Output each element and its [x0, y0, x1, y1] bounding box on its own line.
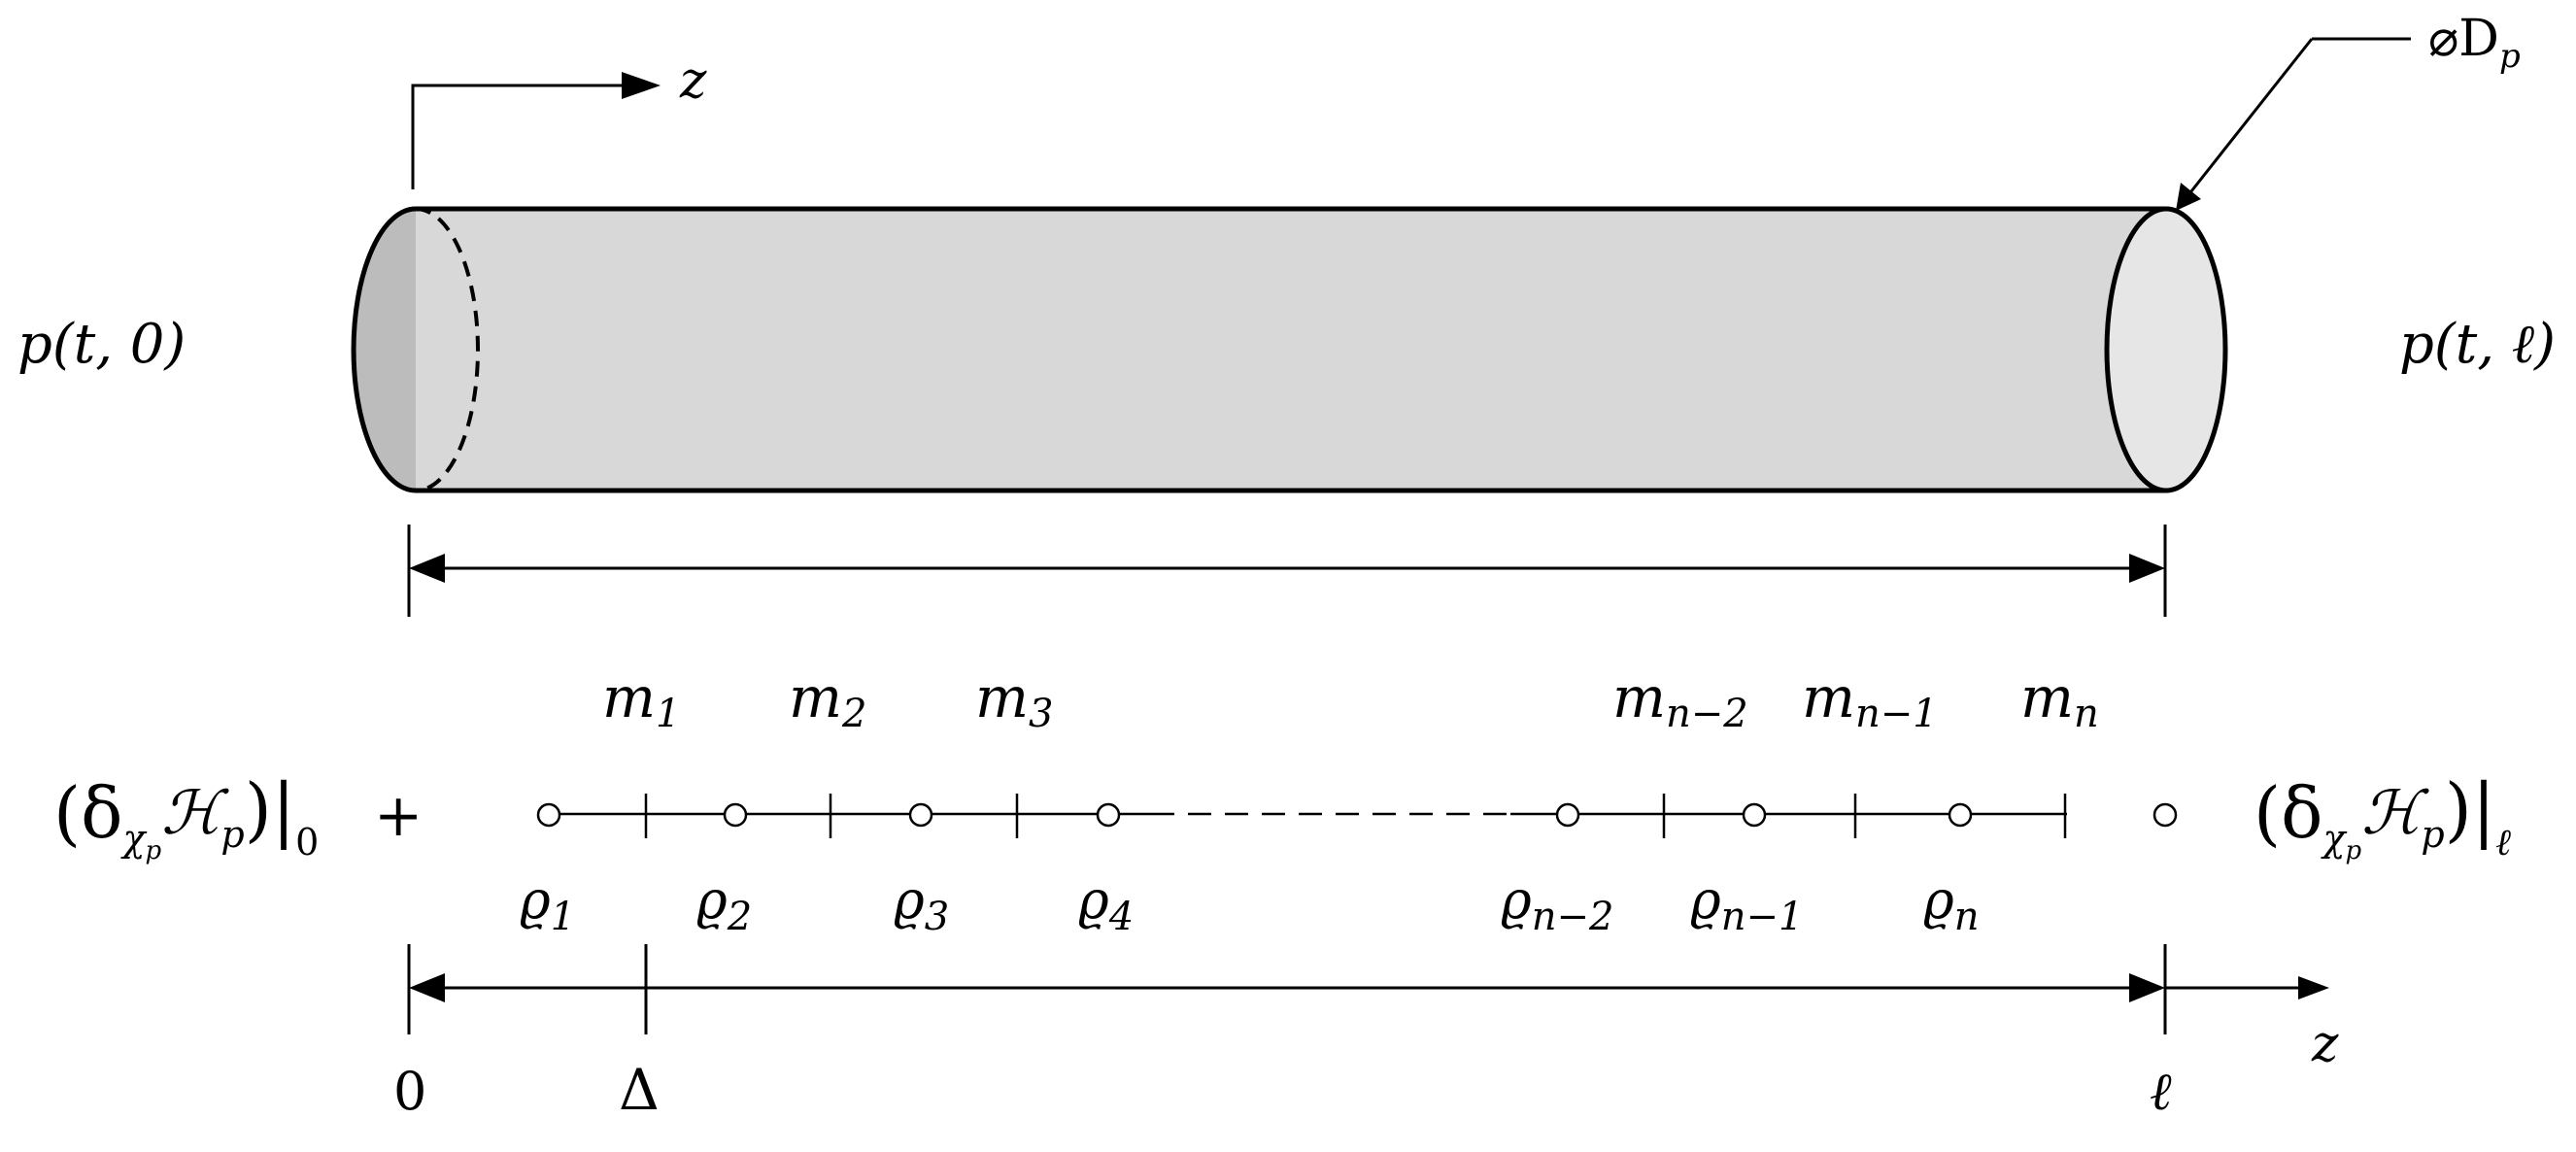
chain-node — [536, 802, 561, 828]
density-label: ϱn — [1923, 869, 1980, 939]
mass-label: m3 — [975, 664, 1053, 736]
chain-end-node — [2152, 802, 2178, 828]
hidden-edge-dashed — [415, 207, 480, 492]
density-label: ϱ1 — [520, 869, 575, 939]
chain-node — [1948, 802, 1973, 828]
svg-text:⌀Dp: ⌀Dp — [2428, 10, 2521, 76]
tick-delta-label: Δ — [619, 1057, 660, 1123]
density-labels: ϱ1 ϱ2 ϱ3 ϱ4 ϱn−2 ϱn−1 ϱn — [520, 869, 1980, 939]
mass-label: mn — [2020, 664, 2099, 736]
diameter-annotation: ⌀Dp — [2176, 10, 2521, 211]
chain-node — [1096, 802, 1121, 828]
density-label: ϱ3 — [894, 869, 949, 939]
tick-zero-label: 0 — [393, 1061, 426, 1122]
chain-ticks — [644, 794, 2067, 838]
pipe-axis-label: z — [679, 51, 707, 110]
density-label: ϱ2 — [696, 869, 752, 939]
lumped-chain — [536, 794, 2178, 838]
boundary-term-right: (δχpℋp)|ℓ — [2254, 768, 2511, 865]
chain-node — [908, 802, 933, 828]
chain-nodes — [536, 802, 1973, 828]
mass-label: mn−1 — [1802, 664, 1938, 736]
bottom-z-axis: z 0 Δ ℓ — [393, 944, 2339, 1123]
mass-label: m2 — [789, 664, 866, 736]
diameter-label: ⌀D — [2428, 10, 2499, 68]
mass-label: mn−2 — [1612, 664, 1748, 736]
mass-labels: m1 m2 m3 mn−2 mn−1 mn — [602, 664, 2099, 736]
density-label: ϱn−1 — [1690, 869, 1803, 939]
density-label: ϱ4 — [1078, 869, 1134, 939]
pressure-inlet-label: p(t, 0) — [17, 313, 186, 376]
pipe-length-dimension — [407, 525, 2167, 617]
boundary-plus-sign: + — [374, 782, 423, 850]
chain-node — [1555, 802, 1580, 828]
bottom-axis-label: z — [2311, 1015, 2339, 1073]
z-direction-indicator: z — [411, 51, 707, 189]
density-label: ϱn−2 — [1501, 869, 1613, 939]
chain-node — [723, 802, 748, 828]
pressure-outlet-label: p(t, ℓ) — [2399, 313, 2556, 376]
mass-label: m1 — [602, 664, 680, 736]
tick-end-label: ℓ — [2150, 1061, 2172, 1122]
pipe-cylinder — [351, 206, 2228, 493]
boundary-term-left: (δχpℋp)|0 — [53, 768, 319, 865]
chain-node — [1742, 802, 1767, 828]
pipe-outlet-face — [2104, 206, 2228, 493]
